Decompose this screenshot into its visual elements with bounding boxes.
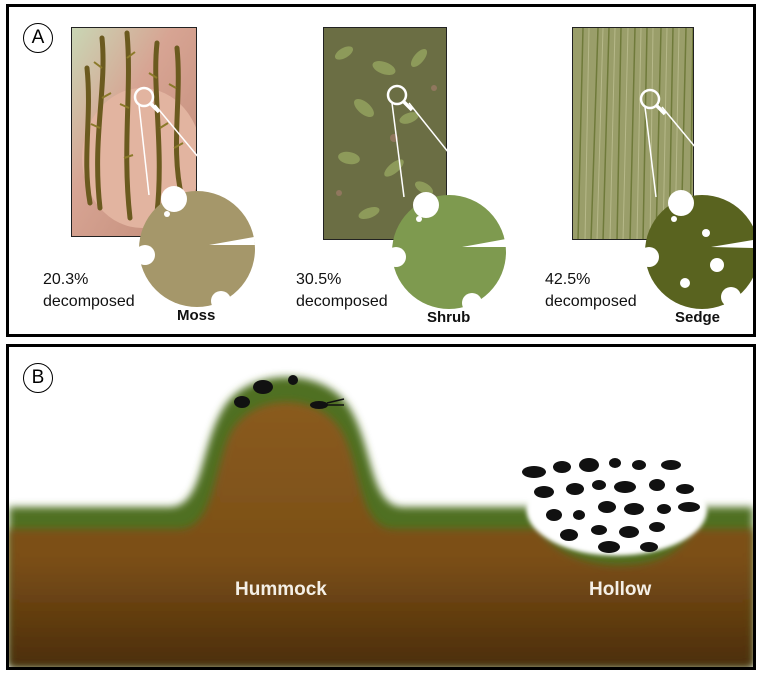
moss-percent-word: decomposed bbox=[43, 293, 135, 310]
moss-decomposition-disc bbox=[139, 191, 255, 307]
panel-a-letter: A bbox=[23, 23, 53, 53]
hummock-label: Hummock bbox=[235, 579, 327, 600]
magnifier-overlay bbox=[133, 84, 753, 313]
moss-percent-value: 20.3% bbox=[43, 271, 89, 288]
hummock-fauna-icon bbox=[234, 375, 345, 409]
soil-layer bbox=[9, 402, 753, 667]
shrub-magnifier-icon bbox=[386, 84, 497, 213]
shrub-label: Shrub bbox=[427, 309, 471, 326]
sedge-magnifier-icon bbox=[639, 88, 750, 213]
shrub-percent-word: decomposed bbox=[296, 293, 388, 310]
shrub-percent-value: 30.5% bbox=[296, 271, 342, 288]
panel-b-letter: B bbox=[23, 363, 53, 393]
panel-a: A bbox=[6, 4, 756, 337]
sedge-percent-word: decomposed bbox=[545, 293, 637, 310]
panel-b: B Humm bbox=[6, 344, 756, 670]
sedge-label: Sedge bbox=[675, 309, 721, 326]
moss-magnifier-icon bbox=[133, 86, 245, 213]
moss-percent: 20.3% decomposed bbox=[43, 269, 135, 313]
shrub-percent: 30.5% decomposed bbox=[296, 269, 388, 313]
hollow-label: Hollow bbox=[589, 579, 652, 600]
hollow-fauna-icon bbox=[522, 458, 700, 553]
soil-fauna bbox=[234, 375, 700, 553]
shrub-decomposition-disc bbox=[392, 195, 506, 309]
sedge-decomposition-disc bbox=[645, 195, 753, 309]
sedge-percent: 42.5% decomposed bbox=[545, 269, 637, 313]
moss-label: Moss bbox=[177, 307, 216, 324]
sedge-percent-value: 42.5% bbox=[545, 271, 591, 288]
